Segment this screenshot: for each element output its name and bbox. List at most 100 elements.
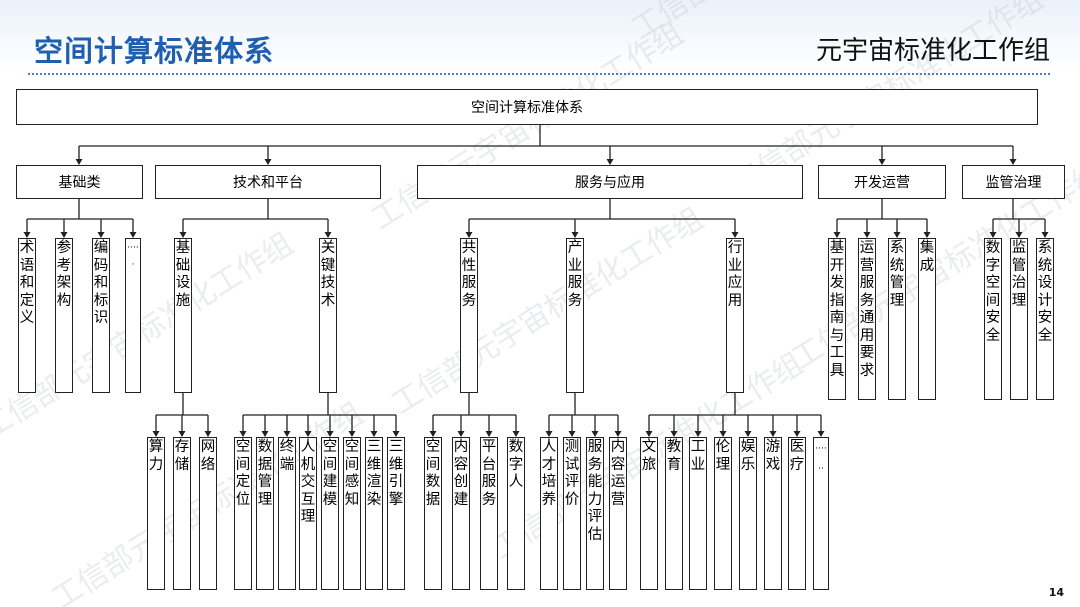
node-testing-evaluation: 测试评价 (563, 437, 581, 590)
arrowhead (1041, 232, 1049, 238)
node-spatial-perception: 空间感知 (343, 437, 361, 590)
node-ellipsis: ····· (125, 238, 141, 393)
arrowhead (744, 431, 752, 437)
arrowhead (893, 232, 901, 238)
node-3d-rendering: 三维渲染 (365, 437, 383, 590)
arrowhead (178, 431, 186, 437)
arrowhead (304, 431, 312, 437)
node-culture-tourism: 文旅 (640, 437, 658, 590)
organization-name: 元宇宙标准化工作组 (815, 36, 1050, 66)
arrowhead (645, 431, 653, 437)
arrowhead (152, 431, 160, 437)
node-system-management: 系统管理 (888, 238, 906, 400)
arrowhead (485, 431, 493, 437)
node-key-technology: 关键技术 (319, 238, 337, 393)
node-system-design-security: 系统设计安全 (1036, 238, 1054, 400)
arrowhead (370, 431, 378, 437)
arrowhead (1015, 232, 1023, 238)
arrowhead (863, 232, 871, 238)
arrowhead (239, 431, 247, 437)
category-foundation: 基础类 (16, 165, 143, 199)
node-entertainment: 娱乐 (739, 437, 757, 590)
arrowhead (989, 232, 997, 238)
category-tech-platform: 技术和平台 (155, 165, 381, 199)
node-content-creation: 内容创建 (452, 437, 470, 590)
arrowhead (568, 431, 576, 437)
category-dev-operation: 开发运营 (818, 165, 946, 199)
node-hci: 人机交互理 (299, 437, 317, 590)
arrowhead (731, 232, 739, 238)
arrowhead (694, 431, 702, 437)
node-reference-architecture: 参考架构 (55, 238, 73, 393)
arrowhead (465, 232, 473, 238)
node-infrastructure: 基础设施 (174, 238, 192, 393)
node-ellipsis-2: ······ (813, 437, 829, 590)
node-operation-requirements: 运营服务通用要求 (858, 238, 876, 400)
node-integration: 集成 (918, 238, 936, 400)
node-3d-engine: 三维引擎 (387, 437, 405, 590)
node-games: 游戏 (764, 437, 782, 590)
node-service-capability: 服务能力评估 (586, 437, 604, 590)
arrowhead (923, 232, 931, 238)
node-spatial-data: 空间数据 (424, 437, 442, 590)
arrowhead (264, 159, 272, 165)
arrowhead (326, 431, 334, 437)
node-dev-guide-tools: 基开发指南与工具 (828, 238, 846, 400)
node-terminal: 终端 (278, 437, 296, 590)
arrowhead (606, 159, 614, 165)
arrowhead (817, 431, 825, 437)
arrowhead (1009, 159, 1017, 165)
arrowhead (261, 431, 269, 437)
header-background (0, 0, 1080, 70)
node-platform-services: 平台服务 (480, 437, 498, 590)
node-industry-applications: 行业应用 (726, 238, 744, 393)
node-content-operation: 内容运营 (609, 437, 627, 590)
arrowhead (512, 431, 520, 437)
arrowhead (571, 232, 579, 238)
arrowhead (60, 232, 68, 238)
arrowhead (719, 431, 727, 437)
arrowhead (97, 232, 105, 238)
node-digital-space-security: 数字空间安全 (984, 238, 1002, 400)
arrowhead (75, 159, 83, 165)
node-spatial-modeling: 空间建模 (321, 437, 339, 590)
arrowhead (324, 232, 332, 238)
page-number: 14 (1048, 586, 1064, 599)
category-service-application: 服务与应用 (417, 165, 803, 199)
arrowhead (179, 232, 187, 238)
arrowhead (348, 431, 356, 437)
node-network: 网络 (199, 437, 217, 590)
header-divider (28, 73, 1050, 75)
node-digital-human: 数字人 (507, 437, 525, 590)
arrowhead (392, 431, 400, 437)
node-data-management: 数据管理 (256, 437, 274, 590)
node-computing-power: 算力 (147, 437, 165, 590)
node-terminology: 术语和定义 (18, 238, 36, 393)
arrowhead (545, 431, 553, 437)
root-node: 空间计算标准体系 (16, 89, 1038, 125)
node-medical: 医疗 (788, 437, 806, 590)
arrowhead (769, 431, 777, 437)
node-common-services: 共性服务 (460, 238, 478, 393)
arrowhead (283, 431, 291, 437)
node-industry: 工业 (689, 437, 707, 590)
node-industry-services: 产业服务 (566, 238, 584, 393)
node-ethics: 伦理 (714, 437, 732, 590)
node-spatial-positioning: 空间定位 (234, 437, 252, 590)
node-education: 教育 (665, 437, 683, 590)
arrowhead (614, 431, 622, 437)
page-title: 空间计算标准体系 (34, 34, 275, 68)
arrowhead (793, 431, 801, 437)
node-talent-training: 人才培养 (540, 437, 558, 590)
arrowhead (129, 232, 137, 238)
arrowhead (457, 431, 465, 437)
arrowhead (833, 232, 841, 238)
arrowhead (23, 232, 31, 238)
node-storage: 存储 (173, 437, 191, 590)
node-coding-identification: 编码和标识 (92, 238, 110, 393)
arrowhead (204, 431, 212, 437)
arrowhead (670, 431, 678, 437)
arrowhead (429, 431, 437, 437)
node-supervision-governance: 监管治理 (1010, 238, 1028, 400)
